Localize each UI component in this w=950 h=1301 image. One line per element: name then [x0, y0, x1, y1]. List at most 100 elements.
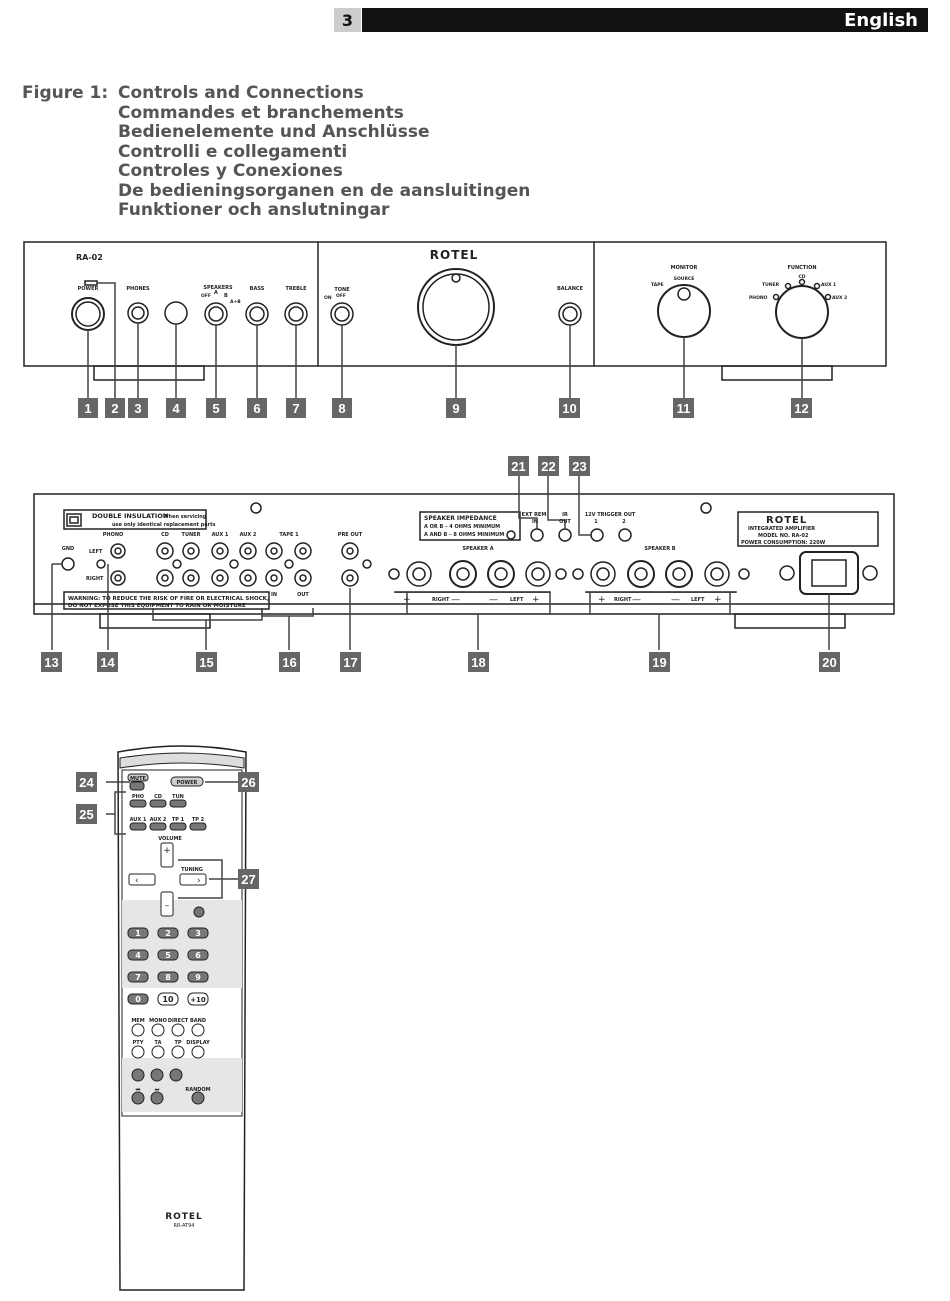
- callout-27: 27: [238, 869, 259, 889]
- next-track-icon: ⏭: [155, 1087, 160, 1093]
- aux2-left-jack[interactable]: [239, 542, 257, 560]
- remote-power-button[interactable]: [170, 776, 204, 787]
- phono-left-jack[interactable]: [110, 543, 126, 559]
- ext-rem-label: EXT REM: [522, 512, 547, 518]
- src-tun-button[interactable]: [169, 799, 187, 808]
- ir-out-label: OUT: [559, 519, 571, 525]
- svg-text:+: +: [598, 595, 606, 605]
- digit-5[interactable]: [157, 949, 179, 961]
- svg-text:–: –: [165, 901, 170, 911]
- ext-rem-in-label: IN: [532, 519, 538, 525]
- ir-out-jack[interactable]: [558, 528, 572, 542]
- digit-plus10[interactable]: [187, 992, 209, 1006]
- impedance-line-1: A OR B – 4 OHMS MINIMUM: [424, 524, 500, 530]
- src-aux1-button[interactable]: [129, 822, 147, 831]
- tape-label: TAPE: [651, 282, 664, 288]
- figure-title-en: Controls and Connections: [118, 83, 364, 103]
- digit-7[interactable]: [127, 971, 149, 983]
- speaker-b-left-neg[interactable]: [665, 560, 693, 588]
- digit-8[interactable]: [157, 971, 179, 983]
- digit-7-label: 7: [135, 973, 141, 982]
- display-button[interactable]: [191, 1045, 205, 1059]
- tuning-down-button[interactable]: [128, 873, 156, 886]
- digit-9-label: 9: [195, 973, 201, 982]
- digit-1[interactable]: [127, 927, 149, 939]
- tuner-left-jack[interactable]: [182, 542, 200, 560]
- src-aux2-button[interactable]: [149, 822, 167, 831]
- ext-rem-jack[interactable]: [530, 528, 544, 542]
- digit-10-label: 10: [162, 995, 174, 1004]
- balance-label: BALANCE: [557, 286, 584, 292]
- callout-1: 1: [78, 398, 98, 418]
- digit-6[interactable]: [187, 949, 209, 961]
- volume-down-button[interactable]: [160, 891, 174, 917]
- src-tp2-button[interactable]: [189, 822, 207, 831]
- trigger-1-jack[interactable]: [590, 528, 604, 542]
- tuner-right-jack[interactable]: [182, 569, 200, 587]
- digit-4[interactable]: [127, 949, 149, 961]
- direct-button[interactable]: [171, 1023, 185, 1037]
- band-button[interactable]: [191, 1023, 205, 1037]
- callout-5: 5: [206, 398, 226, 418]
- random-button[interactable]: [191, 1091, 205, 1105]
- remote-mute-button[interactable]: [127, 773, 149, 782]
- mem-button[interactable]: [131, 1023, 145, 1037]
- cd-right-jack[interactable]: [156, 569, 174, 587]
- trigger-label: 12V TRIGGER OUT: [585, 512, 636, 518]
- tape-out-right-jack[interactable]: [294, 569, 312, 587]
- ac-inlet[interactable]: [799, 551, 859, 595]
- play-button[interactable]: [131, 1068, 145, 1082]
- speaker-a-left-neg[interactable]: [487, 560, 515, 588]
- monitor-knob[interactable]: [657, 284, 711, 338]
- speaker-b-right-pos[interactable]: [590, 561, 616, 587]
- digit-10[interactable]: [157, 992, 179, 1006]
- digit-2[interactable]: [157, 927, 179, 939]
- speaker-b-left-pos[interactable]: [704, 561, 730, 587]
- aux1-left-jack[interactable]: [211, 542, 229, 560]
- ta-button[interactable]: [151, 1045, 165, 1059]
- trigger-2-jack[interactable]: [618, 528, 632, 542]
- aux1-right-jack[interactable]: [211, 569, 229, 587]
- volume-knob[interactable]: [417, 268, 495, 346]
- preout-left-jack[interactable]: [341, 542, 359, 560]
- phones-jack[interactable]: [127, 302, 149, 324]
- function-knob[interactable]: [775, 285, 829, 339]
- phono-right-jack[interactable]: [110, 570, 126, 586]
- cd-left-jack[interactable]: [156, 542, 174, 560]
- tape-in-left-jack[interactable]: [265, 542, 283, 560]
- digit-9[interactable]: [187, 971, 209, 983]
- volume-up-button[interactable]: [160, 842, 174, 868]
- src-pho-button[interactable]: [129, 799, 147, 808]
- mono-button[interactable]: [151, 1023, 165, 1037]
- gnd-terminal[interactable]: [61, 557, 75, 571]
- callout-17: 17: [340, 652, 361, 672]
- power-consumption-label: POWER CONSUMPTION: 220W: [741, 540, 826, 546]
- src-tp1-button[interactable]: [169, 822, 187, 831]
- tape-in-right-jack[interactable]: [265, 569, 283, 587]
- tp-button[interactable]: [171, 1045, 185, 1059]
- aux2-right-jack[interactable]: [239, 569, 257, 587]
- callout-15: 15: [196, 652, 217, 672]
- speaker-a-right-pos[interactable]: [406, 561, 432, 587]
- callout-24: 24: [76, 772, 97, 792]
- tape-out-left-jack[interactable]: [294, 542, 312, 560]
- prev-track-button[interactable]: [131, 1091, 145, 1105]
- digit-0[interactable]: [127, 993, 149, 1005]
- speaker-a-left-pos[interactable]: [525, 561, 551, 587]
- pause-button[interactable]: [169, 1068, 183, 1082]
- stop-button[interactable]: [150, 1068, 164, 1082]
- tuning-up-button[interactable]: [179, 873, 207, 886]
- digit-0-label: 0: [135, 995, 141, 1004]
- svg-text:—: —: [489, 595, 498, 605]
- pty-button[interactable]: [131, 1045, 145, 1059]
- aux2-input-label: AUX 2: [240, 532, 257, 538]
- power-button[interactable]: [71, 297, 105, 331]
- remote-extra-button[interactable]: [193, 906, 205, 918]
- next-track-button[interactable]: [150, 1091, 164, 1105]
- speaker-b-right-neg[interactable]: [627, 560, 655, 588]
- src-cd-button[interactable]: [149, 799, 167, 808]
- digit-3[interactable]: [187, 927, 209, 939]
- callout-25: 25: [76, 804, 97, 824]
- preout-right-jack[interactable]: [341, 569, 359, 587]
- speaker-a-right-neg[interactable]: [449, 560, 477, 588]
